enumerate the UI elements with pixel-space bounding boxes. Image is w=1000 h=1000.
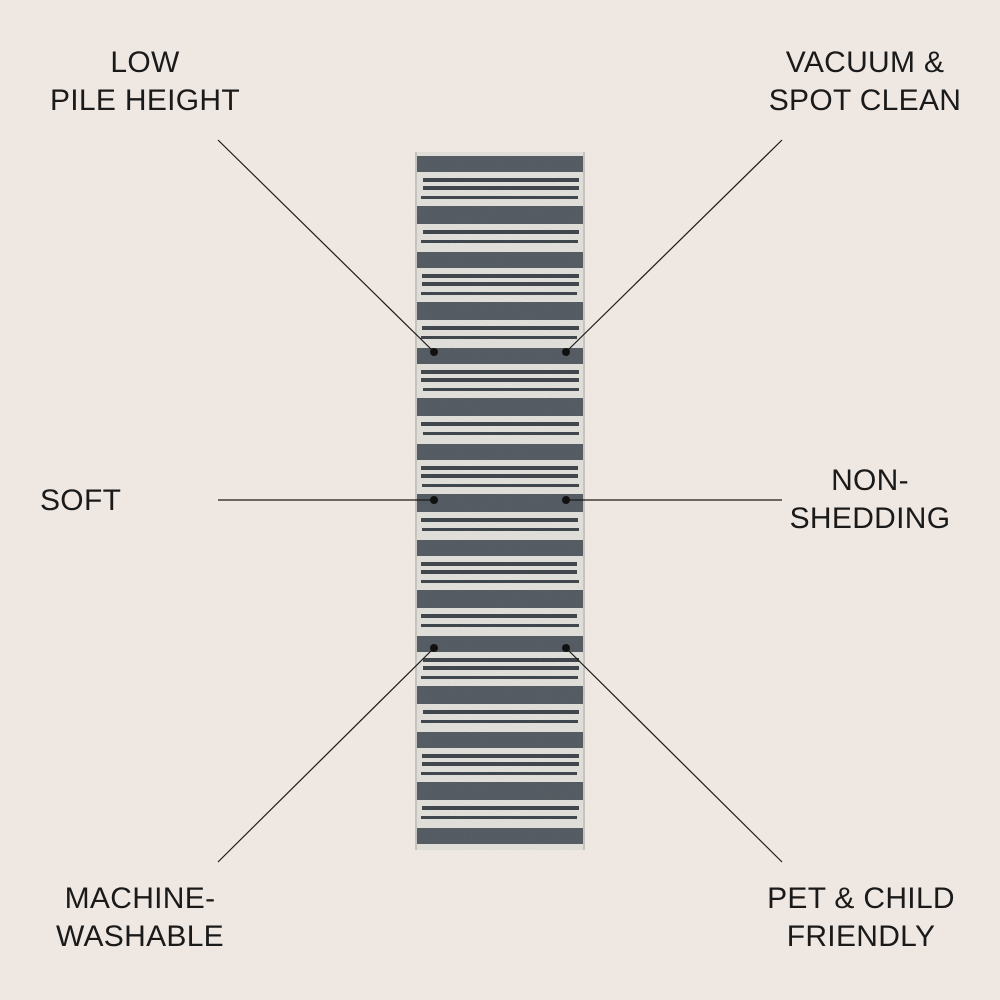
feature-low-pile-height-line1: LOW [110, 46, 180, 79]
feature-machine-washable-line1: MACHINE- [64, 882, 216, 915]
feature-low-pile-height: LOW PILE HEIGHT [40, 44, 250, 120]
rug-stripe-line [421, 378, 579, 382]
vacuum-line [565, 139, 783, 353]
rug-stripe-line [421, 336, 577, 339]
striped-runner-rug [415, 152, 585, 850]
feature-machine-washable: MACHINE- WASHABLE [40, 880, 240, 956]
feature-pet-child-line1: PET & CHILD [767, 882, 955, 915]
rug-stripe-line [422, 282, 579, 286]
rug-stripe-line [421, 370, 579, 374]
feature-machine-washable-line2: WASHABLE [55, 920, 224, 953]
rug-stripe-line [423, 666, 579, 670]
rug-stripe-line [421, 422, 579, 426]
rug-stripe-line [423, 388, 579, 391]
rug-stripe-band [415, 494, 585, 512]
rug-stripe-line [422, 326, 579, 330]
callout-lines [217, 139, 783, 863]
rug-stripe-band [415, 348, 585, 364]
rug-stripe-line [421, 676, 578, 679]
rug-stripe-line [421, 624, 579, 627]
rug-stripe-band [415, 156, 585, 172]
rug-stripe-line [421, 474, 578, 478]
rug-stripe-line [422, 762, 579, 766]
rug-stripe-line [421, 614, 577, 618]
rug-stripe-band [415, 540, 585, 556]
low-pile-line [217, 139, 435, 353]
rug-stripe-line [421, 720, 578, 723]
rug-stripe-line [421, 580, 579, 583]
machine-washable-dot [430, 644, 438, 652]
non-shedding-dot [562, 496, 570, 504]
rug-stripe-band [415, 732, 585, 748]
feature-non-shedding: NON- SHEDDING [775, 462, 965, 538]
rug-edge-right [583, 152, 585, 850]
rug-stripe-line [421, 816, 577, 819]
machine-washable-line [217, 647, 435, 863]
feature-soft-line1: SOFT [40, 484, 122, 517]
feature-pet-child-line2: FRIENDLY [786, 920, 936, 953]
pet-child-line [565, 647, 783, 863]
rug-stripe-line [423, 658, 579, 662]
vacuum-dot [562, 348, 570, 356]
low-pile-dot [430, 348, 438, 356]
rug-edge-left [415, 152, 417, 850]
rug-stripe-band [415, 686, 585, 704]
callout-dots [430, 348, 570, 652]
rug-stripe-band [415, 252, 585, 268]
rug-stripe-line [422, 484, 579, 487]
rug-stripe-band [415, 206, 585, 224]
feature-vacuum-spot-clean: VACUUM & SPOT CLEAN [750, 44, 980, 120]
rug-stripe-line [423, 432, 579, 435]
rug-stripe-line [421, 292, 577, 295]
feature-low-pile-height-line2: PILE HEIGHT [49, 84, 240, 117]
rug-stripe-line [422, 274, 579, 278]
rug-stripe-line [421, 196, 578, 199]
rug-stripe-line [421, 466, 578, 470]
rug-stripe-band [415, 444, 585, 460]
rug-stripe-line [421, 562, 577, 566]
rug-stripe-line [421, 570, 577, 574]
rug-stripe-line [421, 772, 577, 775]
rug-stripe-line [423, 178, 579, 182]
rug-stripe-band [415, 590, 585, 608]
feature-vacuum-line2: SPOT CLEAN [768, 84, 962, 117]
rug-stripe-band [415, 636, 585, 652]
rug-stripe-line [423, 230, 579, 234]
rug-stripe-line [422, 806, 579, 810]
rug-stripe-line [423, 186, 579, 190]
rug-stripe-band [415, 828, 585, 844]
pet-child-dot [562, 644, 570, 652]
feature-pet-child-friendly: PET & CHILD FRIENDLY [752, 880, 970, 956]
rug-stripe-line [421, 518, 578, 522]
rug-stripe-line [422, 528, 579, 531]
feature-soft: SOFT [40, 482, 140, 520]
rug-stripe-line [422, 754, 579, 758]
feature-vacuum-line1: VACUUM & [785, 46, 945, 79]
rug-stripe-band [415, 398, 585, 416]
soft-dot [430, 496, 438, 504]
rug-stripe-line [423, 710, 579, 714]
feature-non-shedding-line1: NON- [831, 464, 909, 497]
rug-stripe-band [415, 302, 585, 320]
rug-stripe-line [421, 240, 578, 243]
feature-non-shedding-line2: SHEDDING [789, 502, 951, 535]
rug-stripe-band [415, 782, 585, 800]
